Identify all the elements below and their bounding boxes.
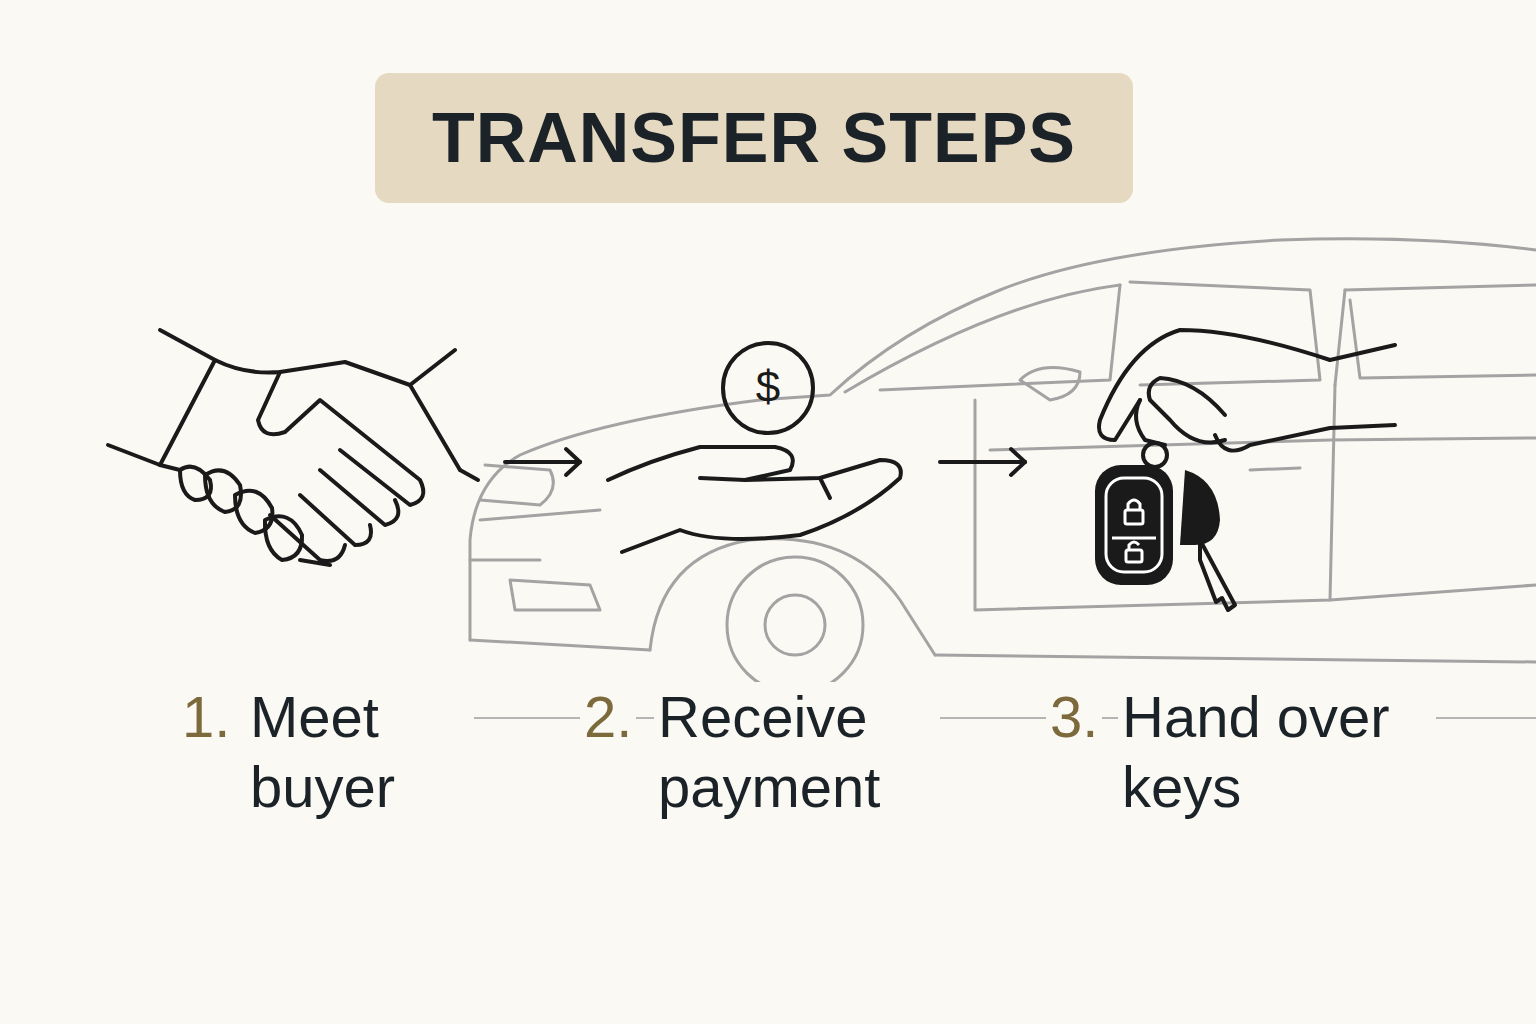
step-label: Hand over keys — [1118, 682, 1436, 822]
handshake-icon — [108, 330, 478, 565]
step-node: 1.Meet buyer — [100, 320, 505, 820]
car-key-fob — [1095, 465, 1235, 610]
flow-arrow — [940, 449, 1025, 475]
step-node: 3.Hand over keys — [1025, 320, 1505, 820]
currency-symbol: $ — [738, 362, 798, 412]
step-label: Meet buyer — [246, 682, 474, 822]
step-number: 1. — [178, 682, 234, 752]
step-number: 3. — [1046, 682, 1102, 752]
car-outline — [470, 239, 1536, 693]
flow-arrow — [505, 449, 580, 475]
title-box: TRANSFER STEPS — [375, 73, 1133, 203]
payment-hand-icon — [608, 343, 901, 552]
keys-hand-icon — [1099, 330, 1395, 467]
step-number: 2. — [580, 682, 636, 752]
title-text: TRANSFER STEPS — [432, 98, 1076, 178]
step-label: Receive payment — [654, 682, 940, 822]
